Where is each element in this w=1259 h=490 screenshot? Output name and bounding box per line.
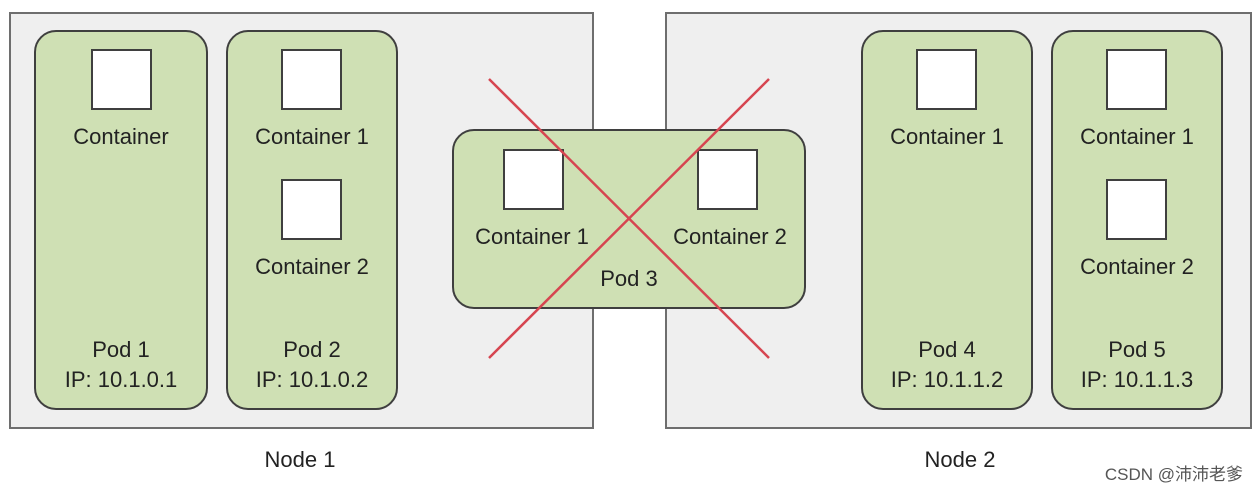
container-label: Container 2 — [1080, 254, 1194, 279]
container-label: Container — [73, 124, 169, 149]
pod-5-name: Pod 5 — [1108, 337, 1166, 362]
pod-5-ip: IP: 10.1.1.3 — [1080, 367, 1194, 392]
container-label: Container 1 — [1080, 124, 1194, 149]
container-icon — [281, 179, 342, 240]
container-label: Container 1 — [475, 224, 589, 249]
pod-2-ip: IP: 10.1.0.2 — [255, 367, 369, 392]
pod-1-name: Pod 1 — [92, 337, 150, 362]
pod-4-name: Pod 4 — [918, 337, 976, 362]
pod-2-name: Pod 2 — [283, 337, 341, 362]
container-icon — [1106, 179, 1167, 240]
pod-3-name: Pod 3 — [600, 266, 658, 291]
container-icon — [697, 149, 758, 210]
container-icon — [1106, 49, 1167, 110]
node-1-label: Node 1 — [264, 447, 336, 472]
pod-1-ip: IP: 10.1.0.1 — [64, 367, 178, 392]
container-label: Container 2 — [255, 254, 369, 279]
container-label: Container 2 — [673, 224, 787, 249]
watermark: CSDN @沛沛老爹 — [1104, 465, 1243, 484]
container-icon — [281, 49, 342, 110]
container-icon — [503, 149, 564, 210]
container-icon — [91, 49, 152, 110]
container-icon — [916, 49, 977, 110]
node-2-label: Node 2 — [924, 447, 996, 472]
pod-4-ip: IP: 10.1.1.2 — [890, 367, 1004, 392]
container-label: Container 1 — [255, 124, 369, 149]
container-label: Container 1 — [890, 124, 1004, 149]
